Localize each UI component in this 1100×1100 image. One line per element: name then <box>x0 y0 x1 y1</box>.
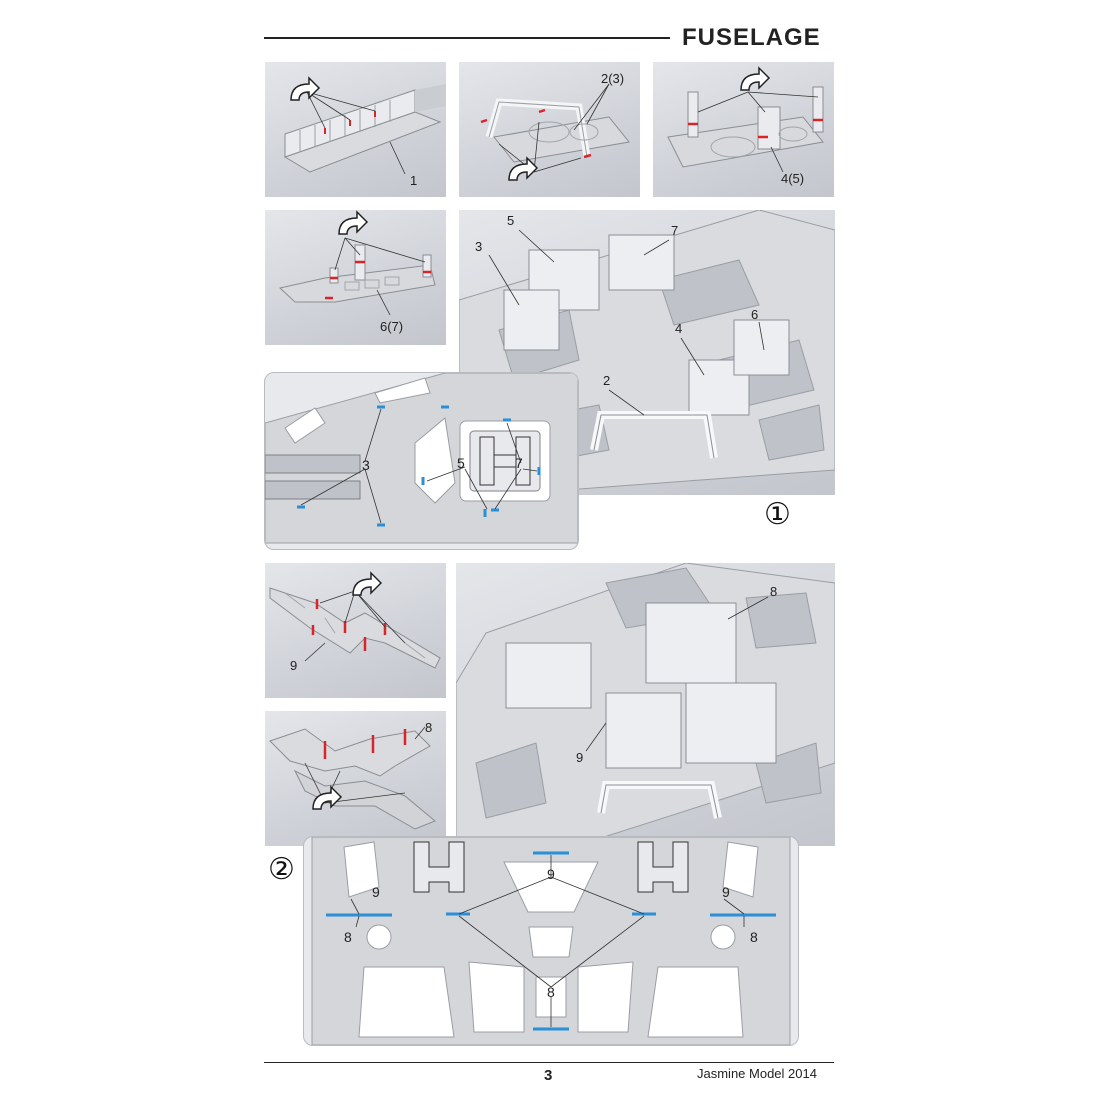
step1-panel-part2: 2(3) <box>459 62 640 197</box>
curved-arrow-icon <box>352 571 383 596</box>
step2-assembly-illustration <box>456 563 835 846</box>
diagram-callout-7: 7 <box>515 455 523 471</box>
step2-panel-part9: 9 <box>265 563 446 698</box>
curved-arrow-icon <box>338 210 369 235</box>
part6-illustration <box>278 210 436 316</box>
callout-assembly-9: 9 <box>576 750 584 765</box>
callout-assembly-4: 4 <box>675 321 683 336</box>
diagram-callout-3: 3 <box>362 457 370 473</box>
curved-arrow-icon <box>508 156 539 181</box>
part2-illustration <box>480 83 630 181</box>
diagram-callout-9-right: 9 <box>722 884 730 900</box>
callout-assembly-6: 6 <box>751 307 759 322</box>
diagram-callout-9-left: 9 <box>372 884 380 900</box>
step2-panel-part8: 8 <box>265 711 446 846</box>
step2-assembly-render: 8 9 <box>456 563 835 846</box>
part4-illustration <box>667 66 824 173</box>
diagram-callout-9-top: 9 <box>547 866 555 882</box>
part1-illustration <box>283 76 446 175</box>
callout-assembly-3: 3 <box>475 239 483 254</box>
step1-diagram-illustration <box>265 373 578 544</box>
page-number: 3 <box>544 1067 553 1084</box>
footer-rule <box>264 1062 834 1063</box>
curved-arrow-icon <box>290 76 321 101</box>
footer-credit: Jasmine Model 2014 <box>697 1066 817 1081</box>
step1-tab-diagram: 3 5 7 <box>264 372 579 550</box>
diagram-callout-5: 5 <box>457 455 465 471</box>
callout-part-1: 1 <box>410 173 418 188</box>
callout-assembly-5: 5 <box>507 213 515 228</box>
callout-assembly-2: 2 <box>603 373 611 388</box>
callout-part-8: 8 <box>425 720 433 735</box>
page-title: FUSELAGE <box>682 24 821 51</box>
step1-panel-part4: 4(5) <box>653 62 834 197</box>
step-marker-2: ② <box>268 852 295 887</box>
diagram-callout-8-right: 8 <box>750 929 758 945</box>
part8-illustration <box>269 726 436 830</box>
curved-arrow-icon <box>312 785 343 810</box>
step1-panel-part6: 6(7) <box>265 210 446 345</box>
header-rule <box>264 37 670 39</box>
callout-assembly-7: 7 <box>671 223 679 238</box>
diagram-callout-8-left: 8 <box>344 929 352 945</box>
step1-panel-part1: 1 <box>265 62 446 197</box>
part9-illustration <box>269 571 441 669</box>
callout-part-9: 9 <box>290 658 298 673</box>
callout-part-4-5: 4(5) <box>781 171 805 186</box>
callout-part-6-7: 6(7) <box>380 319 404 334</box>
callout-part-2-3: 2(3) <box>601 71 625 86</box>
diagram-callout-8-center: 8 <box>547 984 555 1000</box>
step2-diagram-illustration <box>311 837 791 1045</box>
callout-assembly-8: 8 <box>770 584 778 599</box>
curved-arrow-icon <box>740 66 771 91</box>
step2-tab-diagram: 9 8 9 9 8 9 8 8 <box>303 836 799 1046</box>
step-marker-1: ① <box>764 497 791 532</box>
